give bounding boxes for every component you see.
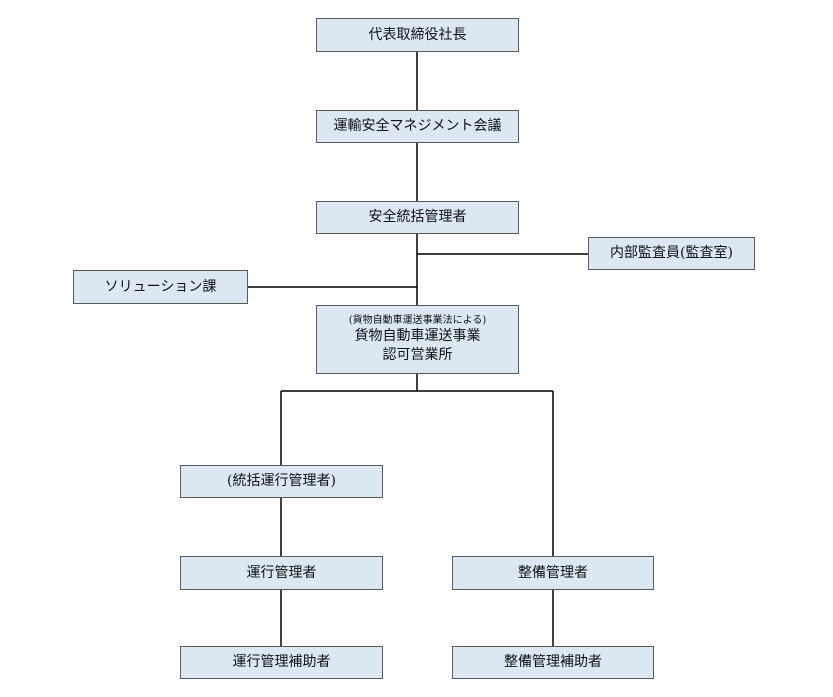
licensed-office-line1: 貨物自動車運送事業 [354,328,481,345]
licensed-office-box: (貨物自動車運送事業法による) 貨物自動車運送事業 認可営業所 [316,305,519,374]
maintenance-manager-label: 整備管理者 [518,564,588,581]
ops-manager-box: 運行管理者 [180,556,383,590]
ops-assistant-box: 運行管理補助者 [180,646,383,679]
solution-section-label: ソリューション課 [104,278,217,295]
safety-manager-box: 安全統括管理者 [316,201,519,234]
safety-council-label: 運輸安全マネジメント会議 [333,118,502,135]
safety-manager-label: 安全統括管理者 [368,209,467,226]
maintenance-manager-box: 整備管理者 [452,556,654,590]
solution-section-box: ソリューション課 [73,270,248,304]
licensed-office-note: (貨物自動車運送事業法による) [348,315,487,327]
ops-manager-label: 運行管理者 [246,564,317,581]
general-ops-manager-box: (統括運行管理者) [180,465,383,498]
internal-audit-label: 内部監査員(監査室) [610,245,733,262]
general-ops-manager-label: (統括運行管理者) [227,473,336,490]
licensed-office-line2: 認可営業所 [382,347,453,363]
president-label: 代表取締役社長 [368,26,467,43]
president-box: 代表取締役社長 [316,18,519,52]
maintenance-assistant-box: 整備管理補助者 [452,646,654,679]
maintenance-assistant-label: 整備管理補助者 [504,654,602,671]
safety-council-box: 運輸安全マネジメント会議 [316,110,519,143]
internal-audit-box: 内部監査員(監査室) [588,237,755,270]
ops-assistant-label: 運行管理補助者 [232,654,331,671]
